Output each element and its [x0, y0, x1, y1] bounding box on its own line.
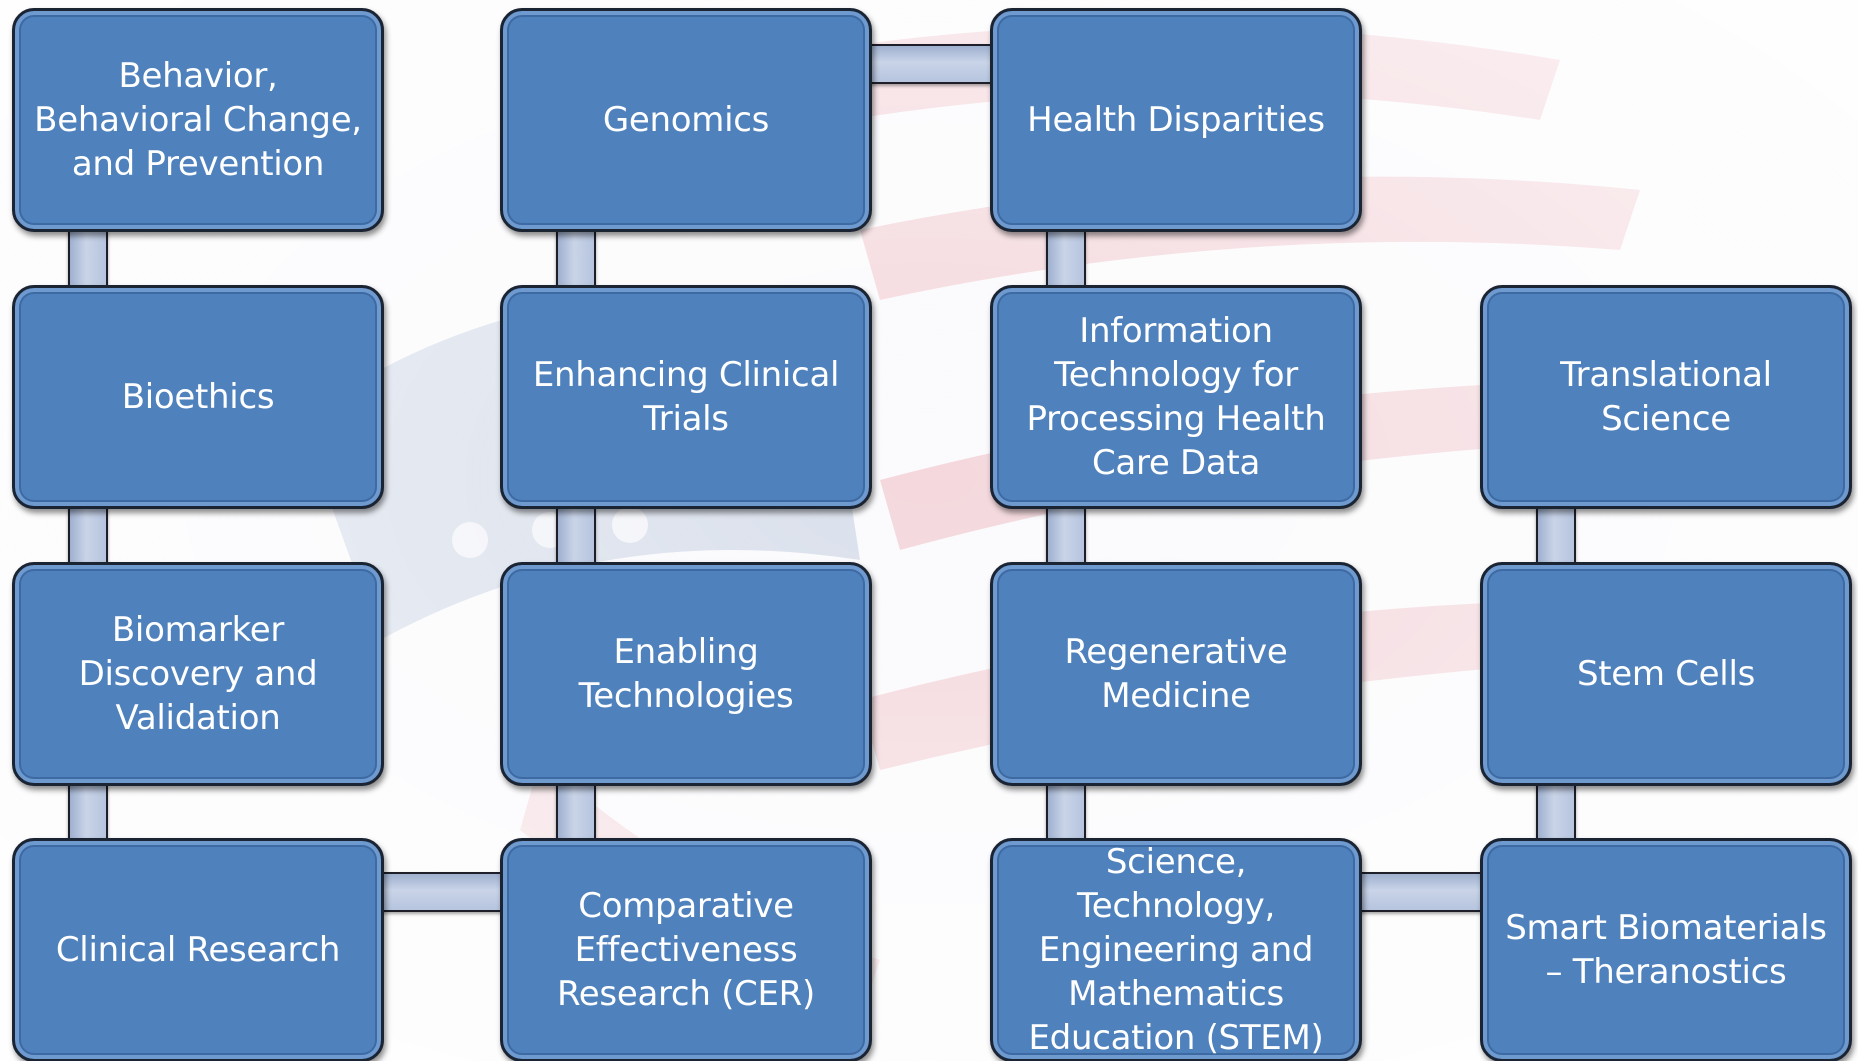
node-label: Health Disparities [1027, 100, 1325, 140]
connector-genomics-enhancing-clinical-trials [556, 230, 596, 290]
node-bioethics: Bioethics [12, 285, 384, 509]
node-label: Information Technology for Processing He… [1026, 311, 1326, 483]
node-regenerative-medicine: Regenerative Medicine [990, 562, 1362, 786]
node-translational-science: Translational Science [1480, 285, 1852, 509]
connector-regenerative-medicine-stem [1046, 784, 1086, 844]
node-smart-biomaterials: Smart Biomaterials – Theranostics [1480, 838, 1852, 1061]
node-clinical-research: Clinical Research [12, 838, 384, 1061]
node-label: Clinical Research [55, 930, 341, 970]
connector-bioethics-biomarker [68, 507, 108, 567]
connector-enhancing-clinical-trials-enabling-technologies [556, 507, 596, 567]
connector-stem-smart-biomaterials [1356, 872, 1490, 912]
connector-behavior-bioethics [68, 230, 108, 290]
connector-translational-science-stem-cells [1536, 507, 1576, 567]
node-biomarker: Biomarker Discovery and Validation [12, 562, 384, 786]
node-label: Bioethics [121, 377, 275, 417]
node-enabling-technologies: Enabling Technologies [500, 562, 872, 786]
node-label: Enabling Technologies [578, 632, 794, 716]
node-behavior: Behavior, Behavioral Change, and Prevent… [12, 8, 384, 232]
node-label: Genomics [602, 100, 770, 140]
node-label: Behavior, Behavioral Change, and Prevent… [34, 56, 362, 184]
node-label: Enhancing Clinical Trials [532, 355, 840, 439]
connector-clinical-research-cer [378, 872, 512, 912]
node-label: Smart Biomaterials – Theranostics [1505, 908, 1827, 992]
node-label: Stem Cells [1576, 654, 1756, 694]
node-label: Regenerative Medicine [1064, 632, 1288, 716]
node-cer: Comparative Effectiveness Research (CER) [500, 838, 872, 1061]
connector-genomics-health-disparities [866, 44, 1000, 84]
node-label: Translational Science [1560, 355, 1772, 439]
node-enhancing-clinical-trials: Enhancing Clinical Trials [500, 285, 872, 509]
node-health-disparities: Health Disparities [990, 8, 1362, 232]
connector-information-technology-regenerative-medicine [1046, 507, 1086, 567]
node-genomics: Genomics [500, 8, 872, 232]
node-stem: Science, Technology, Engineering and Mat… [990, 838, 1362, 1061]
node-stem-cells: Stem Cells [1480, 562, 1852, 786]
node-label: Comparative Effectiveness Research (CER) [557, 886, 815, 1014]
node-label: Science, Technology, Engineering and Mat… [1028, 842, 1324, 1058]
connector-biomarker-clinical-research [68, 784, 108, 844]
node-information-technology: Information Technology for Processing He… [990, 285, 1362, 509]
connector-health-disparities-information-technology [1046, 230, 1086, 290]
node-label: Biomarker Discovery and Validation [78, 610, 318, 738]
connector-enabling-technologies-cer [556, 784, 596, 844]
connector-stem-cells-smart-biomaterials [1536, 784, 1576, 844]
